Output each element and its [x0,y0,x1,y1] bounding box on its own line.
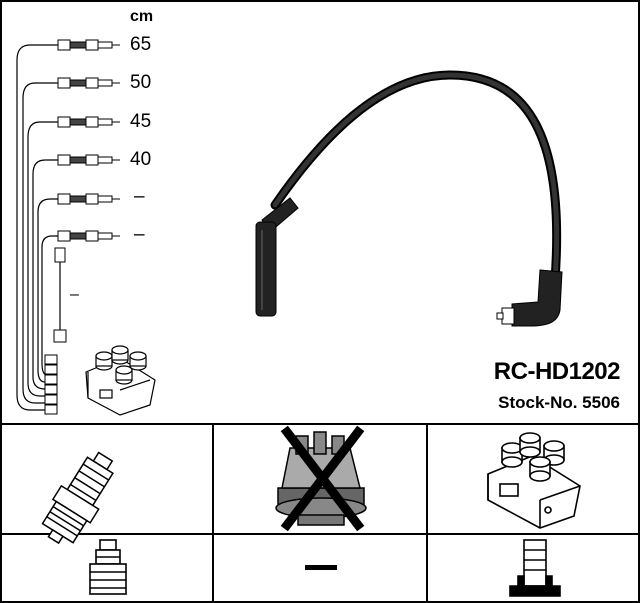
coil-pack-small [85,345,156,416]
coil-connector-icon [509,539,561,597]
coil-lead-length: – [70,286,79,303]
lead-length-1: 65 [130,34,152,55]
lead-length-5: – [134,186,145,207]
no-part-dash [305,565,337,570]
cross-out-icon [280,425,365,532]
lead-length-2: 50 [130,72,152,93]
lead-length-4: 40 [130,149,152,170]
plug-boot-icon [89,539,127,595]
lead-length-6: – [134,224,145,245]
ignition-cable [255,70,563,327]
product-code: RC-HD1202 [493,358,621,385]
spark-plug-icon [41,451,114,545]
unit-label: cm [130,8,154,25]
stock-number: Stock-No. 5506 [498,393,620,412]
ignition-coil-icon [487,432,581,529]
lead-length-3: 45 [130,111,152,132]
lead-connectors [44,39,120,415]
lead-schematic [16,44,61,411]
